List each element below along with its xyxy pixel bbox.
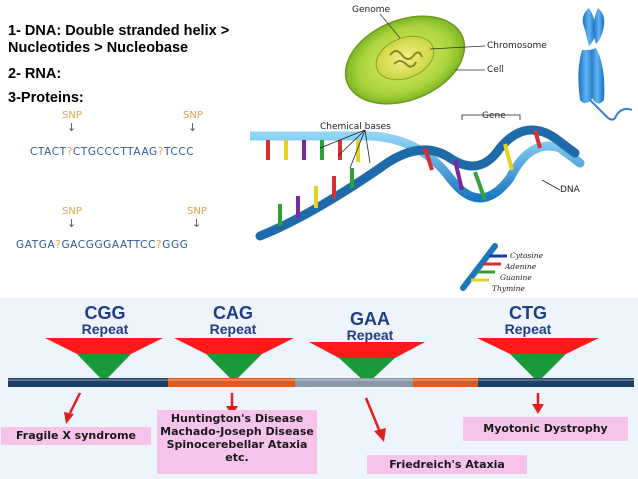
- intro-line-4: 3-Proteins:: [8, 90, 84, 106]
- base-key-thymine: Thymine: [492, 284, 525, 293]
- disease-box-fragile-x: Fragile X syndrome: [1, 427, 151, 445]
- intro-line-2: Nucleotides > Nucleobase: [8, 40, 189, 56]
- snp-arrow-icon: ↓: [188, 121, 198, 134]
- repeat-diagram-panel: [0, 298, 638, 479]
- gene-label: Gene: [482, 111, 506, 121]
- disease-box-friedreich: Friedreich's Ataxia: [367, 455, 527, 474]
- snp-arrow-icon: ↓: [67, 121, 77, 134]
- base-key-cytosine: Cytosine: [510, 251, 544, 260]
- snp-label: SNP: [183, 110, 203, 121]
- dna-helix-illustration: [250, 114, 585, 241]
- repeat-diagram-graphics: [8, 338, 634, 442]
- snp-sequence-2: GATGA?GACGGGAATTCC?GGG: [16, 239, 189, 251]
- cell-label: Cell: [487, 65, 504, 75]
- dna-label: DNA: [560, 185, 580, 195]
- genome-label: Genome: [352, 5, 391, 15]
- chemical-bases-label: Chemical bases: [320, 122, 391, 132]
- base-pairs: [266, 129, 542, 226]
- chromosome-icon: [578, 8, 633, 121]
- cell-icon: [344, 15, 466, 105]
- triangle-cag: [174, 338, 294, 382]
- base-key-adenine: Adenine: [505, 262, 537, 271]
- snp-arrow-icon: ↓: [67, 217, 77, 230]
- disease-box-myotonic: Myotonic Dystrophy: [463, 417, 628, 441]
- disease-box-cag: Huntington's Disease Machado-Joseph Dise…: [157, 410, 317, 474]
- snp-label: SNP: [62, 206, 82, 217]
- intro-line-3: 2- RNA:: [8, 66, 62, 82]
- base-key-illustration: [460, 243, 507, 291]
- triangle-gaa: [309, 342, 425, 384]
- snp-sequence-1: CTACT?CTGCCCTTAAG?TCCC: [30, 146, 195, 158]
- base-key-guanine: Guanine: [500, 273, 532, 282]
- snp-label: SNP: [62, 110, 82, 121]
- gene-bar: [8, 378, 634, 387]
- triangle-ctg: [477, 338, 599, 382]
- triangle-cgg: [45, 338, 163, 382]
- chromosome-label: Chromosome: [487, 41, 547, 51]
- snp-label: SNP: [187, 206, 207, 217]
- cell-chromosome-illustration: [344, 8, 633, 121]
- snp-arrow-icon: ↓: [192, 217, 202, 230]
- disease-arrows: [64, 392, 544, 442]
- intro-line-1: 1- DNA: Double stranded helix >: [8, 23, 230, 39]
